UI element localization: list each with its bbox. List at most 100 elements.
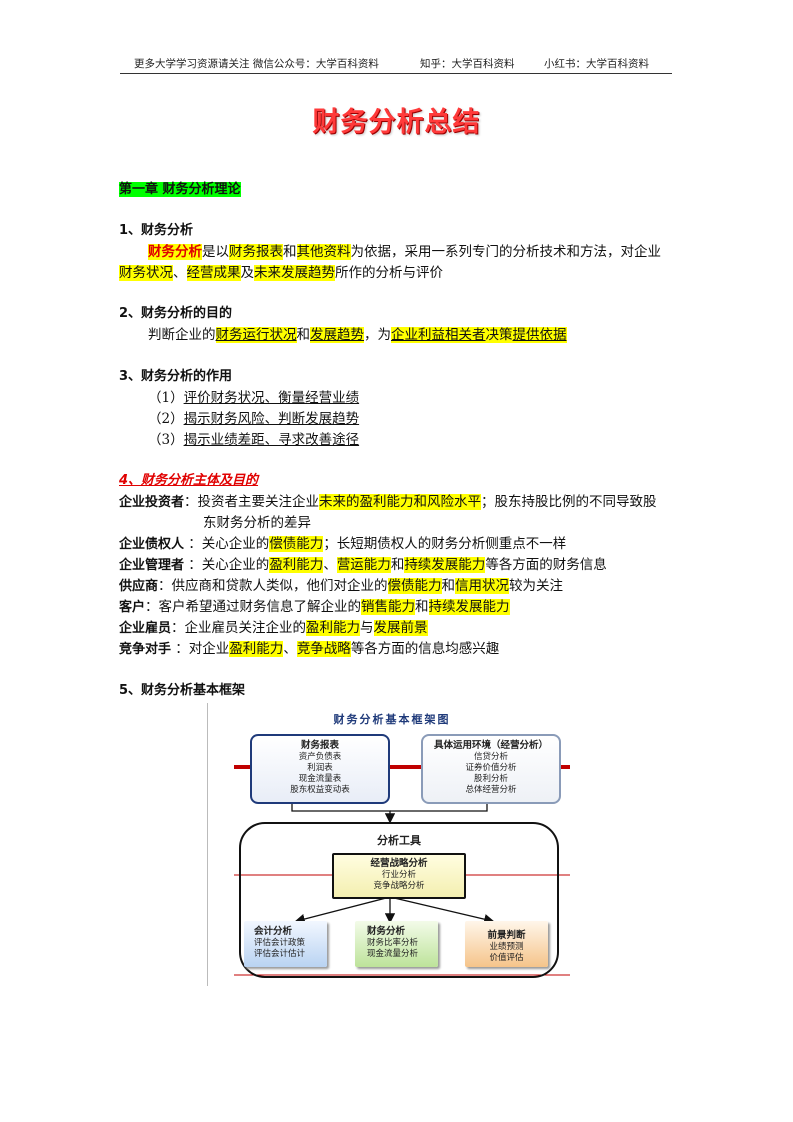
box-item: 评估会计估计 — [254, 949, 306, 959]
term: 盈利能力 — [229, 641, 284, 657]
text: 和 — [415, 599, 429, 615]
box-analysis-tools: 分析工具 — [239, 822, 559, 978]
text: 决策 — [485, 327, 513, 343]
box-title: 会计分析 — [254, 926, 293, 937]
box-accounting-analysis: 会计分析 评估会计政策 评估会计估计 — [244, 921, 327, 967]
box-title: 前景判断 — [487, 930, 526, 941]
term: 销售能力 — [361, 599, 416, 615]
text: ；长短期债权人的财务分析侧重点不一样 — [323, 536, 567, 552]
header-zhihu: 知乎：大学百科资料 — [420, 58, 515, 70]
item-number: （1） — [148, 390, 184, 406]
box-title: 财务报表 — [300, 740, 339, 751]
text: 、 — [323, 557, 337, 573]
subject-label: 客户 — [119, 600, 146, 615]
item-text: 揭示业绩差距、寻求改善途径 — [183, 432, 360, 448]
box-title: 经营战略分析 — [370, 858, 428, 869]
section-2-line-1: 判断企业的财务运行状况和发展趋势，为企业利益相关者决策提供依据 — [148, 325, 567, 345]
section-1-line-1: 财务分析是以财务报表和其他资料为依据，采用一系列专门的分析技术和方法，对企业 — [148, 242, 661, 262]
arrow-reports — [291, 800, 396, 824]
subject-employee: 企业雇员：企业雇员关注企业的盈利能力与发展前景 — [119, 618, 428, 639]
document-title: 财务分析总结 — [312, 107, 481, 138]
text: 和 — [390, 557, 405, 573]
term: 企业利益相关者 — [391, 327, 486, 343]
subject-customer: 客户：客户希望通过财务信息了解企业的销售能力和持续发展能力 — [119, 597, 510, 618]
subject-creditor: 企业债权人 ：关心企业的偿债能力；长短期债权人的财务分析侧重点不一样 — [119, 534, 566, 555]
box-item: 现金流量分析 — [367, 949, 419, 959]
term-financial-analysis: 财务分析 — [148, 244, 202, 260]
text: 和 — [441, 578, 456, 594]
diagram-title: 财务分析基本框架图 — [333, 713, 451, 726]
subject-supplier: 供应商：供应商和贷款人类似，他们对企业的偿债能力和信用状况较为关注 — [119, 576, 563, 597]
subject-manager: 企业管理者 ：关心企业的盈利能力、营运能力和持续发展能力等各方面的财务信息 — [119, 555, 607, 576]
subject-label: 企业债权人 — [119, 537, 185, 552]
term: 营运能力 — [336, 557, 391, 573]
section-1-line-2: 财务状况、经营成果及未来发展趋势所作的分析与评价 — [119, 263, 443, 283]
framework-diagram: 财务分析基本框架图 财务报表 资产负债表 利润表 现金流量表 股东权益变动表 具… — [207, 703, 577, 986]
box-item: 财务比率分析 — [367, 938, 419, 948]
term: 偿债能力 — [269, 536, 324, 552]
text: ：对企业 — [171, 641, 230, 657]
header-divider — [120, 73, 672, 74]
item-number: （2） — [148, 411, 184, 427]
term: 持续发展能力 — [428, 599, 510, 615]
header-xiaohongshu: 小红书：大学百科资料 — [544, 58, 649, 70]
term: 未来的盈利能力和风险水平 — [319, 494, 482, 510]
term: 盈利能力 — [306, 620, 361, 636]
term: 提供依据 — [512, 327, 567, 343]
box-item: 价值评估 — [489, 953, 524, 963]
text: 、 — [283, 641, 297, 657]
box-title: 财务分析 — [367, 926, 406, 937]
subject-investor: 企业投资者：投资者主要关注企业未来的盈利能力和风险水平；股东持股比例的不同导致股 — [119, 492, 657, 513]
text: 是以 — [202, 244, 229, 260]
text: 等各方面的财务信息 — [485, 557, 607, 573]
term: 盈利能力 — [269, 557, 324, 573]
item-text: 评价财务状况、衡量经营业绩 — [183, 390, 360, 406]
text: ：关心企业的 — [184, 536, 270, 552]
box-item: 竞争战略分析 — [373, 881, 425, 891]
text: 、 — [173, 265, 187, 281]
box-item: 现金流量表 — [298, 774, 342, 784]
text: 及 — [240, 265, 255, 281]
text: 较为关注 — [509, 578, 564, 594]
box-item: 股利分析 — [473, 774, 508, 784]
subject-label: 竞争对手 — [119, 642, 172, 657]
term: 财务状况 — [119, 265, 173, 281]
role-item-3: （3）揭示业绩差距、寻求改善途径 — [148, 430, 359, 450]
box-item: 利润表 — [307, 763, 333, 773]
arrow-accounting — [294, 896, 391, 925]
section-2-heading: 2、财务分析的目的 — [119, 306, 233, 321]
box-item: 总体经营分析 — [465, 785, 517, 795]
text: 等各方面的信息均感兴趣 — [350, 641, 500, 657]
box-item: 信贷分析 — [473, 752, 508, 762]
text: ：客户希望通过财务信息了解企业的 — [145, 599, 362, 615]
subject-investor-cont: 东财务分析的差异 — [203, 515, 311, 531]
text: ：关心企业的 — [184, 557, 270, 573]
term: 未来发展趋势 — [254, 265, 335, 281]
term: 其他资料 — [296, 244, 351, 260]
text: ：投资者主要关注企业 — [184, 494, 320, 510]
item-text: 揭示财务风险、判断发展趋势 — [183, 411, 360, 427]
term: 偿债能力 — [387, 578, 442, 594]
term: 财务报表 — [229, 244, 283, 260]
box-financial-reports: 财务报表 资产负债表 利润表 现金流量表 股东权益变动表 — [250, 734, 390, 804]
subject-label: 供应商 — [119, 579, 159, 594]
section-4-heading: 4、财务分析主体及目的 — [119, 473, 259, 488]
subject-label: 企业管理者 — [119, 558, 185, 573]
box-item: 评估会计政策 — [254, 938, 306, 948]
term: 持续发展能力 — [404, 557, 486, 573]
term: 财务运行状况 — [215, 327, 297, 343]
box-item: 证券价值分析 — [465, 763, 517, 773]
box-title: 具体运用环境（经营分析） — [433, 740, 548, 751]
term: 信用状况 — [455, 578, 510, 594]
chapter-heading-text: 第一章 财务分析理论 — [119, 182, 241, 197]
role-item-2: （2）揭示财务风险、判断发展趋势 — [148, 409, 359, 429]
text: 判断企业的 — [148, 327, 216, 343]
section-3-heading: 3、财务分析的作用 — [119, 369, 233, 384]
term: 竞争战略 — [296, 641, 351, 657]
text: ：企业雇员关注企业的 — [171, 620, 307, 636]
text: 和 — [296, 327, 311, 343]
text: 为依据，采用一系列专门的分析技术和方法，对企业 — [350, 244, 662, 260]
text: 和 — [283, 244, 297, 260]
box-application-environment: 具体运用环境（经营分析） 信贷分析 证券价值分析 股利分析 总体经营分析 — [421, 734, 561, 804]
arrow-prospect — [389, 896, 495, 925]
